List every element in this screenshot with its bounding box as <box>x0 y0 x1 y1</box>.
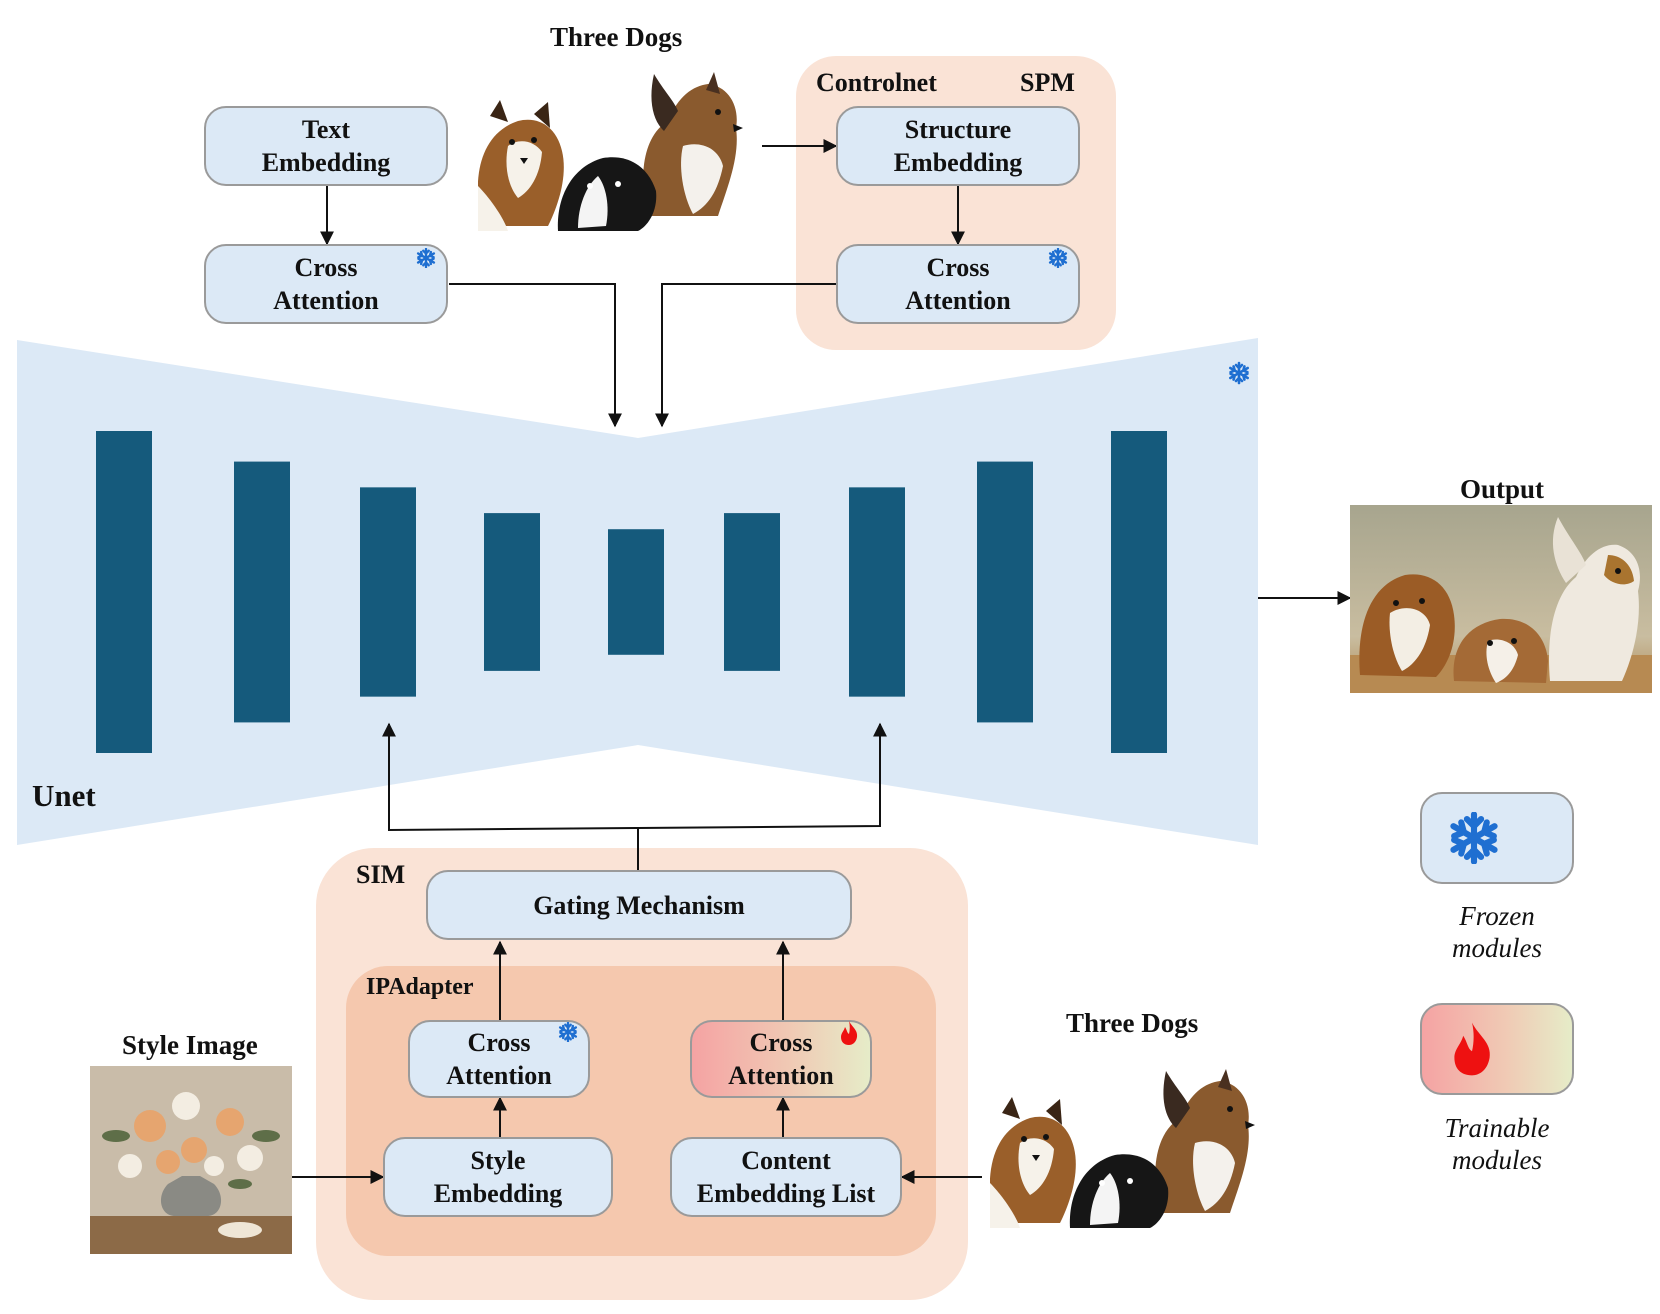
sim-cross-attention-trainable-line2: Attention <box>728 1061 834 1090</box>
arrow-gating-to-right-block <box>637 722 887 829</box>
text-cross-attention-box: Cross Attention <box>204 244 448 324</box>
arrow-spm-cross-to-unet <box>655 283 836 428</box>
spm-cross-attention-line1: Cross <box>926 253 990 282</box>
sim-cross-attention-frozen-line1: Cross <box>467 1028 531 1057</box>
unet-blocks <box>96 431 1167 753</box>
text-cross-attention-line2: Attention <box>273 286 379 315</box>
ipadapter-label: IPAdapter <box>366 974 474 1000</box>
unet-block-9 <box>1111 431 1167 753</box>
text-embedding-line2: Embedding <box>261 148 391 177</box>
legend-frozen-line1: Frozen <box>1459 901 1535 931</box>
spm-cross-attention-box: Cross Attention <box>836 244 1080 324</box>
unet-label: Unet <box>32 778 96 813</box>
text-embedding-line1: Text <box>301 115 351 144</box>
controlnet-label: Controlnet <box>816 68 937 97</box>
text-cross-attention-line1: Cross <box>294 253 358 282</box>
gating-mechanism-label: Gating Mechanism <box>533 890 745 920</box>
snowflake-icon <box>558 1022 578 1042</box>
unet-block-6 <box>724 513 780 671</box>
structure-embedding-line1: Structure <box>904 115 1012 144</box>
style-image-title: Style Image <box>122 1030 258 1060</box>
unet-block-4 <box>484 513 540 671</box>
legend-frozen-label: Frozen modules <box>1397 900 1597 964</box>
gating-mechanism-box: Gating Mechanism <box>426 870 852 940</box>
output-title: Output <box>1460 474 1545 504</box>
legend-trainable-swatch <box>1420 1003 1574 1095</box>
legend-trainable-label: Trainable modules <box>1397 1112 1597 1176</box>
content-embedding-line1: Content <box>741 1146 831 1175</box>
legend-frozen-line2: modules <box>1452 933 1542 963</box>
top-dogs-image <box>478 72 743 231</box>
arrow-text-cross-to-unet <box>449 283 622 428</box>
sim-cross-attention-trainable-box: Cross Attention <box>690 1020 872 1098</box>
style-image-painting <box>90 1066 292 1254</box>
legend-trainable-line2: modules <box>1452 1145 1542 1175</box>
text-embedding-box: Text Embedding <box>204 106 448 186</box>
bottom-image-title: Three Dogs <box>1066 1008 1199 1038</box>
snowflake-icon <box>416 248 436 268</box>
unet-block-8 <box>977 461 1033 723</box>
structure-embedding-box: Structure Embedding <box>836 106 1080 186</box>
legend-trainable-line1: Trainable <box>1444 1113 1550 1143</box>
spm-cross-attention-line2: Attention <box>905 286 1011 315</box>
spm-label: SPM <box>1020 68 1075 97</box>
style-embedding-line2: Embedding <box>433 1179 563 1208</box>
arrow-gating-to-left-block <box>382 722 639 832</box>
unet-block-3 <box>360 487 416 697</box>
snowflake-icon <box>1448 812 1500 864</box>
sim-label: SIM <box>356 860 406 889</box>
style-embedding-line1: Style <box>470 1146 526 1175</box>
snowflake-icon <box>1048 248 1068 268</box>
unet-block-1 <box>96 431 152 753</box>
content-embedding-list-box: Content Embedding List <box>670 1137 902 1217</box>
unet-block-5 <box>608 529 664 655</box>
output-painting-image <box>1350 505 1652 693</box>
unet-block-7 <box>849 487 905 697</box>
structure-embedding-line2: Embedding <box>893 148 1023 177</box>
sim-cross-attention-frozen-line2: Attention <box>446 1061 552 1090</box>
flame-icon <box>841 1021 858 1045</box>
content-embedding-line2: Embedding List <box>696 1179 876 1208</box>
legend-frozen-swatch <box>1420 792 1574 884</box>
unet-block-2 <box>234 461 290 723</box>
top-image-title: Three Dogs <box>550 22 683 52</box>
style-embedding-box: Style Embedding <box>383 1137 613 1217</box>
flame-icon <box>1454 1022 1490 1076</box>
sim-cross-attention-trainable-line1: Cross <box>749 1028 813 1057</box>
bottom-dogs-image <box>990 1069 1255 1228</box>
